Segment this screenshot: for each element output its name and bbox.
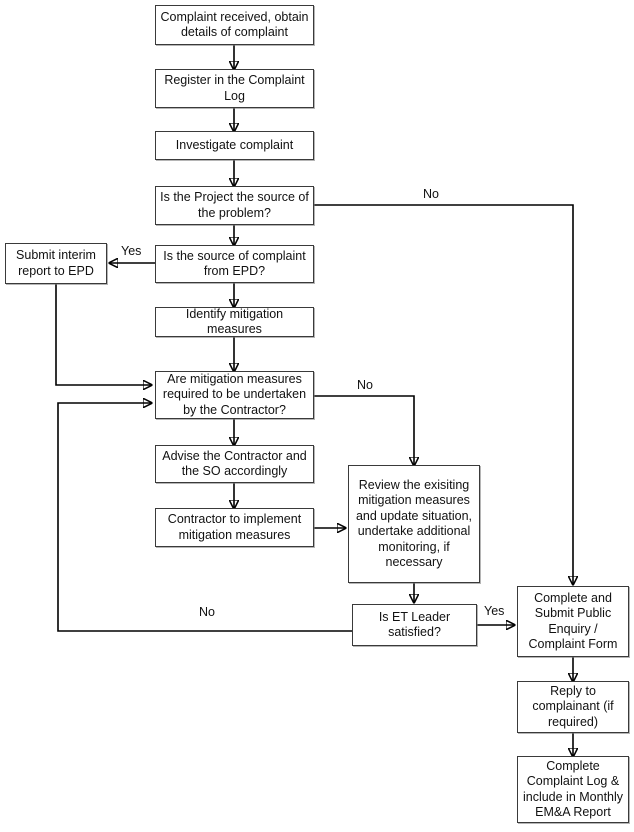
- node-are-mitigation-measures-required[interactable]: Are mitigation measures required to be u…: [155, 371, 314, 419]
- node-register-log-label: Register in the Complaint Log: [164, 73, 305, 103]
- node-is-project-source-label: Is the Project the source of the problem…: [160, 190, 309, 220]
- node-investigate-complaint-label: Investigate complaint: [175, 137, 294, 152]
- node-is-project-source[interactable]: Is the Project the source of the problem…: [155, 186, 314, 225]
- node-submit-interim-report-label: Submit interim report to EPD: [16, 248, 96, 278]
- edge-submitinterim-to-required: [55, 284, 151, 385]
- edge-required-no-to-review: [313, 395, 414, 465]
- node-contractor-implement-mitigation[interactable]: Contractor to implement mitigation measu…: [155, 508, 314, 547]
- node-review-existing-mitigation[interactable]: Review the exisiting mitigation measures…: [348, 465, 480, 583]
- node-review-existing-mitigation-label: Review the exisiting mitigation measures…: [355, 477, 473, 570]
- edge-label-et-leader-yes: Yes: [484, 604, 505, 618]
- node-are-mitigation-measures-required-label: Are mitigation measures required to be u…: [162, 371, 307, 417]
- node-complete-submit-public-enquiry-form[interactable]: Complete and Submit Public Enquiry / Com…: [517, 586, 629, 657]
- node-investigate-complaint[interactable]: Investigate complaint: [155, 131, 314, 160]
- edge-label-project-source-no: No: [423, 187, 439, 201]
- edge-label-mitigation-required-no: No: [357, 378, 373, 392]
- node-register-log[interactable]: Register in the Complaint Log: [155, 69, 314, 108]
- edge-label-et-leader-no: No: [199, 605, 215, 619]
- node-complaint-received-label: Complaint received, obtain details of co…: [160, 9, 309, 40]
- node-identify-mitigation-measures-label: Identify mitigation measures: [185, 306, 284, 337]
- node-advise-contractor-so[interactable]: Advise the Contractor and the SO accordi…: [155, 445, 314, 483]
- node-is-source-from-epd[interactable]: Is the source of complaint from EPD?: [155, 245, 314, 283]
- node-submit-interim-report[interactable]: Submit interim report to EPD: [5, 243, 107, 284]
- edge-label-source-from-epd-yes: Yes: [121, 244, 142, 258]
- node-is-et-leader-satisfied-label: Is ET Leader satisfied?: [378, 609, 451, 640]
- node-advise-contractor-so-label: Advise the Contractor and the SO accordi…: [162, 448, 307, 479]
- node-complete-submit-public-enquiry-form-label: Complete and Submit Public Enquiry / Com…: [528, 590, 618, 652]
- node-reply-to-complainant[interactable]: Reply to complainant (if required): [517, 681, 629, 733]
- node-is-et-leader-satisfied[interactable]: Is ET Leader satisfied?: [352, 604, 477, 646]
- node-complete-complaint-log-label: Complete Complaint Log & include in Mont…: [522, 758, 624, 820]
- node-reply-to-complainant-label: Reply to complainant (if required): [532, 683, 614, 729]
- node-complete-complaint-log[interactable]: Complete Complaint Log & include in Mont…: [517, 756, 629, 823]
- node-contractor-implement-mitigation-label: Contractor to implement mitigation measu…: [167, 512, 302, 542]
- node-complaint-received[interactable]: Complaint received, obtain details of co…: [155, 5, 314, 45]
- node-identify-mitigation-measures[interactable]: Identify mitigation measures: [155, 307, 314, 337]
- node-is-source-from-epd-label: Is the source of complaint from EPD?: [163, 248, 306, 279]
